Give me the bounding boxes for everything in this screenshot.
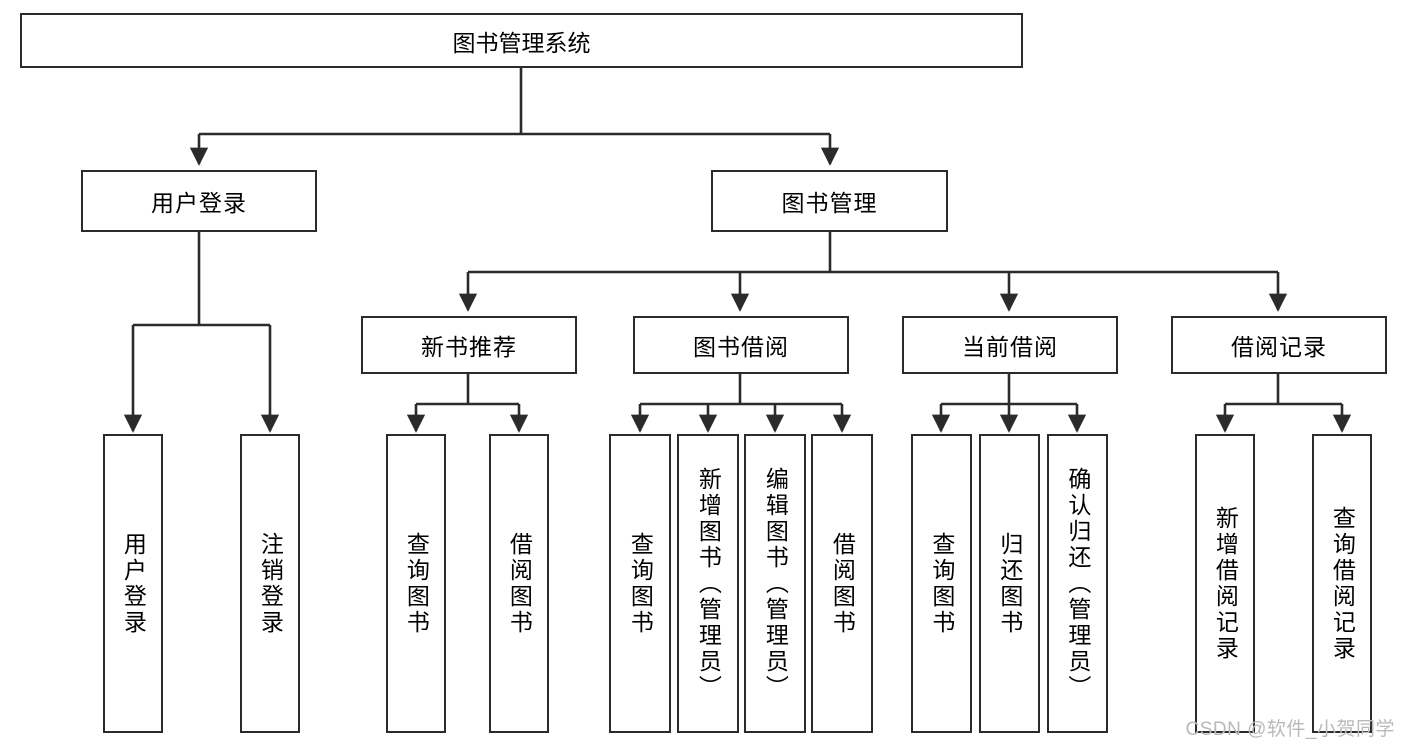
- leaf-cb-return-book-label: 归还图书: [996, 531, 1023, 636]
- node-user-login[interactable]: 用户登录: [81, 170, 317, 232]
- leaf-user-login-label: 用户登录: [120, 531, 147, 636]
- leaf-nb-query-book-label: 查询图书: [403, 531, 430, 636]
- leaf-cb-confirm-return-admin-label: 确认归还（管理员）: [1064, 466, 1091, 701]
- node-current-borrow[interactable]: 当前借阅: [902, 316, 1118, 374]
- node-new-book-recommend[interactable]: 新书推荐: [361, 316, 577, 374]
- leaf-bb-edit-book-admin[interactable]: 编辑图书（管理员）: [744, 434, 806, 733]
- leaf-cb-query-book[interactable]: 查询图书: [911, 434, 972, 733]
- node-root-label: 图书管理系统: [452, 29, 591, 56]
- leaf-br-query-record-label: 查询借阅记录: [1329, 505, 1356, 662]
- leaf-bb-borrow-book-label: 借阅图书: [829, 531, 856, 636]
- leaf-br-add-record[interactable]: 新增借阅记录: [1195, 434, 1255, 733]
- leaf-br-add-record-label: 新增借阅记录: [1212, 505, 1239, 662]
- leaf-nb-borrow-book-label: 借阅图书: [506, 531, 533, 636]
- leaf-cb-return-book[interactable]: 归还图书: [979, 434, 1040, 733]
- leaf-bb-add-book-admin-label: 新增图书（管理员）: [695, 466, 722, 701]
- node-book-borrow-label: 图书借阅: [693, 334, 789, 360]
- leaf-bb-edit-book-admin-label: 编辑图书（管理员）: [762, 466, 789, 701]
- node-book-borrow[interactable]: 图书借阅: [633, 316, 849, 374]
- node-book-management[interactable]: 图书管理: [711, 170, 948, 232]
- node-book-management-label: 图书管理: [781, 190, 878, 216]
- node-new-book-recommend-label: 新书推荐: [421, 334, 517, 360]
- node-root-system[interactable]: 图书管理系统: [20, 13, 1023, 68]
- node-borrow-record-label: 借阅记录: [1231, 334, 1327, 360]
- leaf-bb-query-book-label: 查询图书: [627, 531, 654, 636]
- leaf-nb-query-book[interactable]: 查询图书: [386, 434, 446, 733]
- leaf-cb-query-book-label: 查询图书: [928, 531, 955, 636]
- leaf-logout-label: 注销登录: [257, 531, 284, 636]
- node-borrow-record[interactable]: 借阅记录: [1171, 316, 1387, 374]
- node-user-login-label: 用户登录: [151, 190, 247, 216]
- leaf-logout[interactable]: 注销登录: [240, 434, 300, 733]
- watermark: CSDN @软件_小贺同学: [1185, 719, 1395, 740]
- leaf-bb-borrow-book[interactable]: 借阅图书: [811, 434, 873, 733]
- leaf-user-login[interactable]: 用户登录: [103, 434, 163, 733]
- leaf-cb-confirm-return-admin[interactable]: 确认归还（管理员）: [1047, 434, 1108, 733]
- leaf-bb-query-book[interactable]: 查询图书: [609, 434, 671, 733]
- node-current-borrow-label: 当前借阅: [962, 334, 1058, 360]
- leaf-br-query-record[interactable]: 查询借阅记录: [1312, 434, 1372, 733]
- leaf-nb-borrow-book[interactable]: 借阅图书: [489, 434, 549, 733]
- leaf-bb-add-book-admin[interactable]: 新增图书（管理员）: [677, 434, 739, 733]
